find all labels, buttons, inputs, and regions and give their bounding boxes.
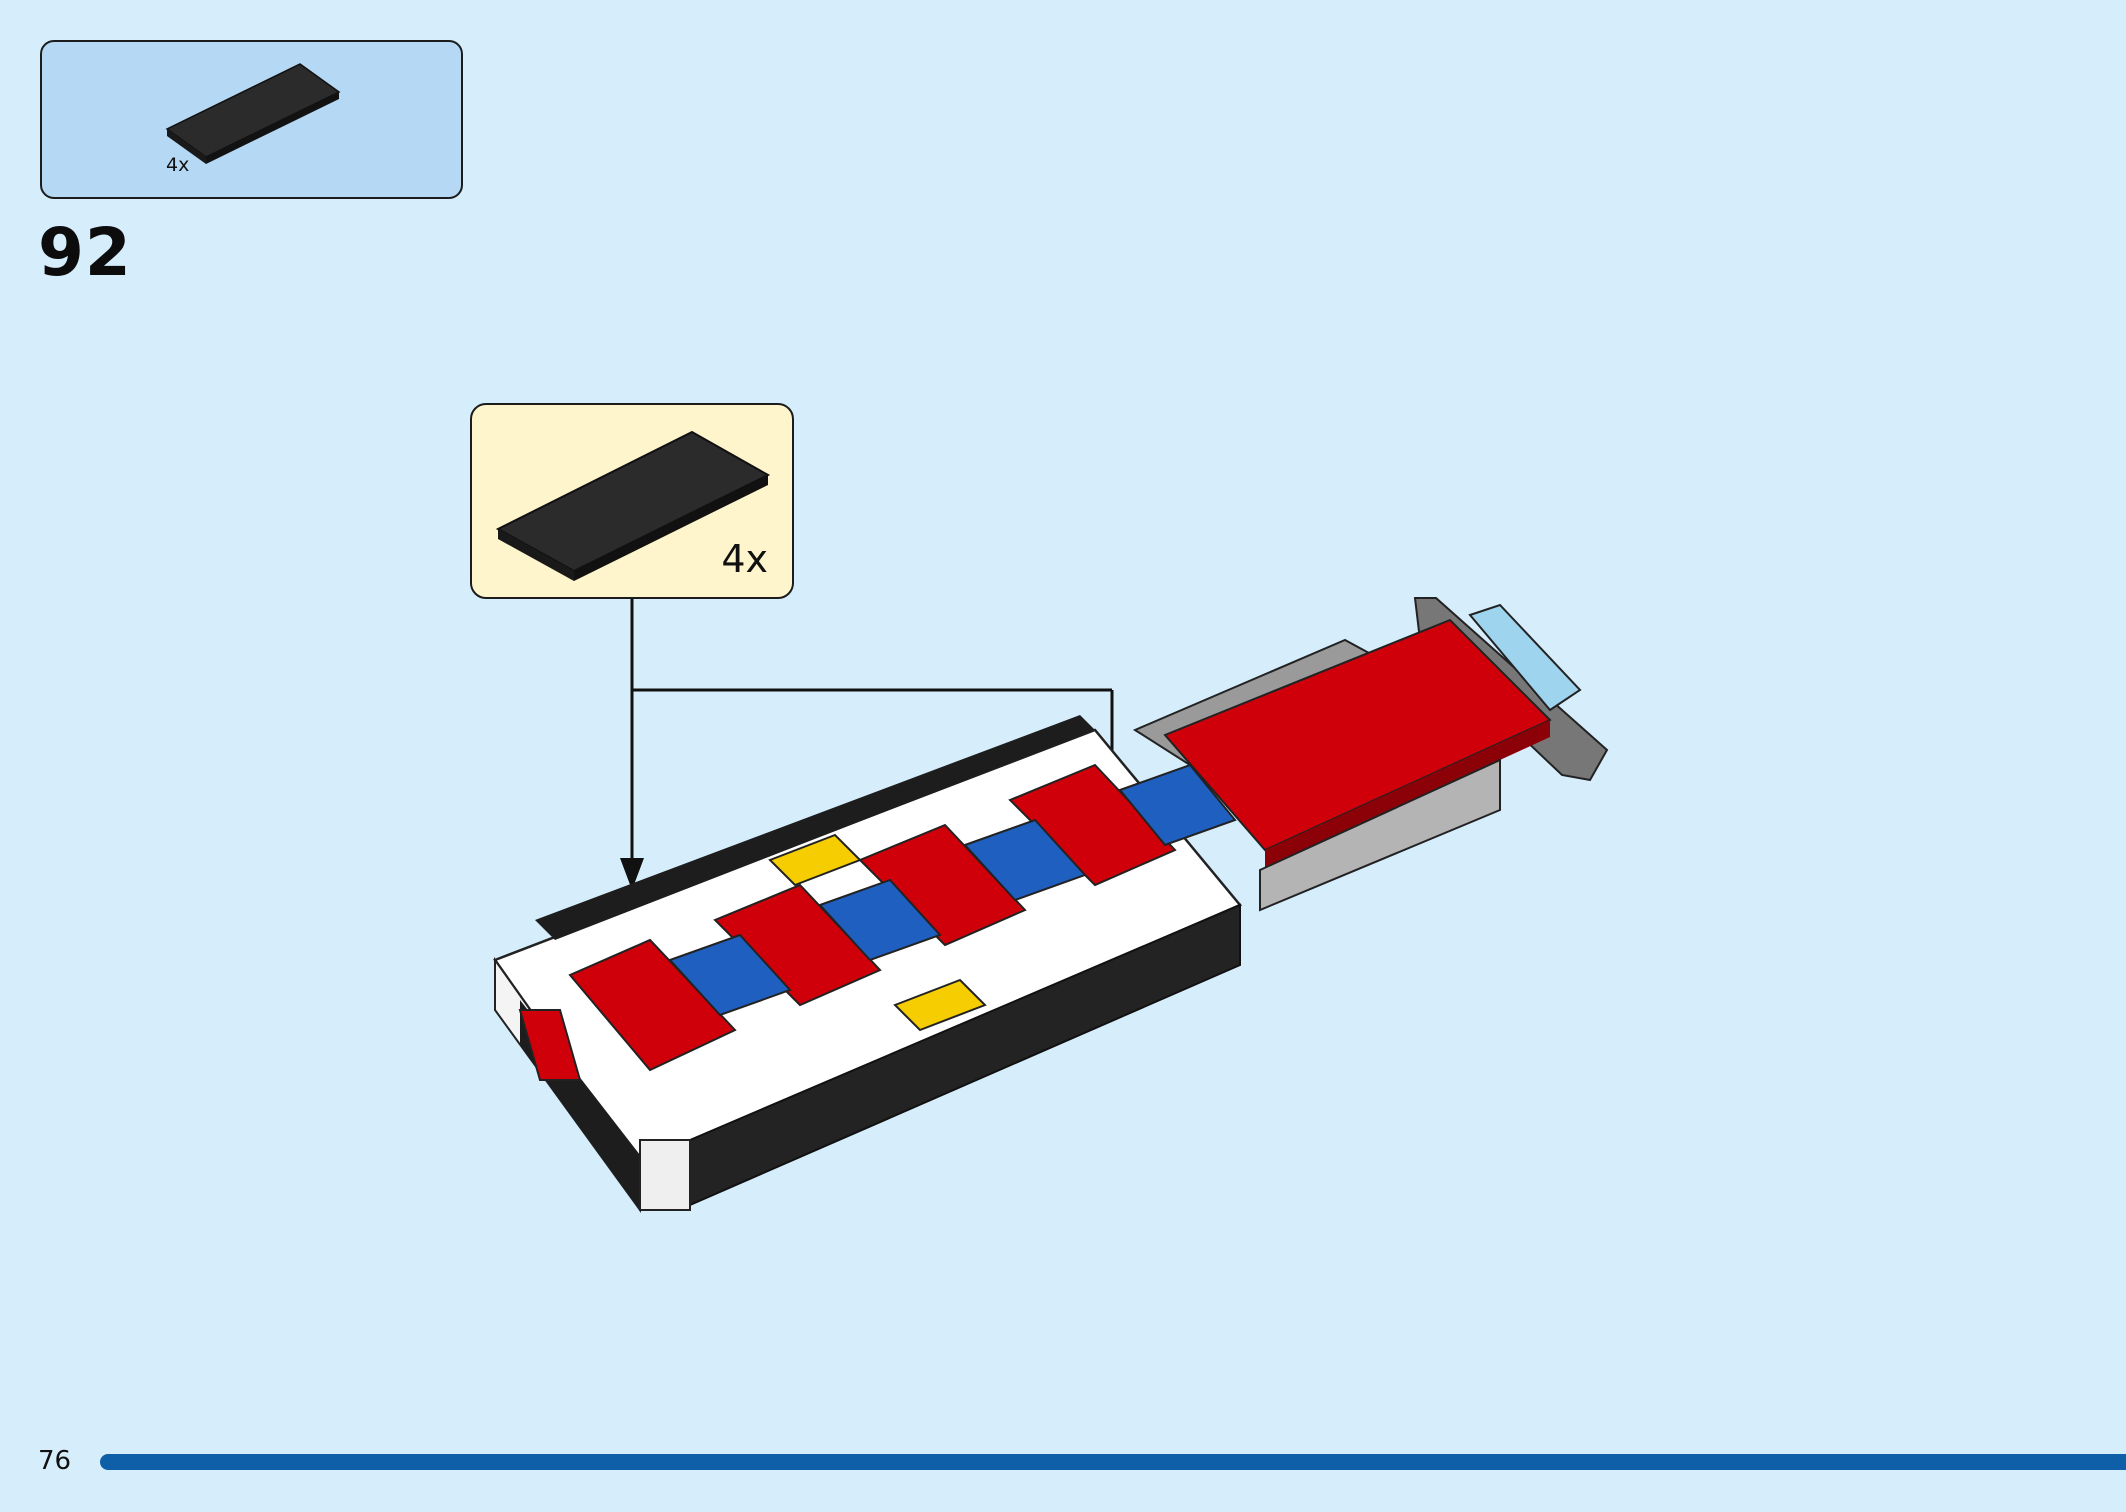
black-tile-icon bbox=[165, 63, 341, 164]
callout-quantity: 4x bbox=[721, 537, 768, 581]
parts-quantity: 4x bbox=[166, 154, 190, 176]
black-tile-icon bbox=[495, 430, 771, 581]
progress-bar bbox=[100, 1454, 2126, 1470]
parts-list-panel: 4x bbox=[40, 40, 463, 199]
page-number: 76 bbox=[38, 1446, 72, 1476]
yellow-tiles bbox=[768, 833, 987, 1032]
step-number: 92 bbox=[38, 214, 132, 291]
blue-bricks bbox=[668, 763, 1237, 1017]
arrow-head-left bbox=[620, 858, 644, 890]
red-bricks bbox=[568, 763, 1177, 1072]
rear-chassis bbox=[1132, 597, 1609, 912]
callout-box: 4x bbox=[470, 403, 794, 599]
